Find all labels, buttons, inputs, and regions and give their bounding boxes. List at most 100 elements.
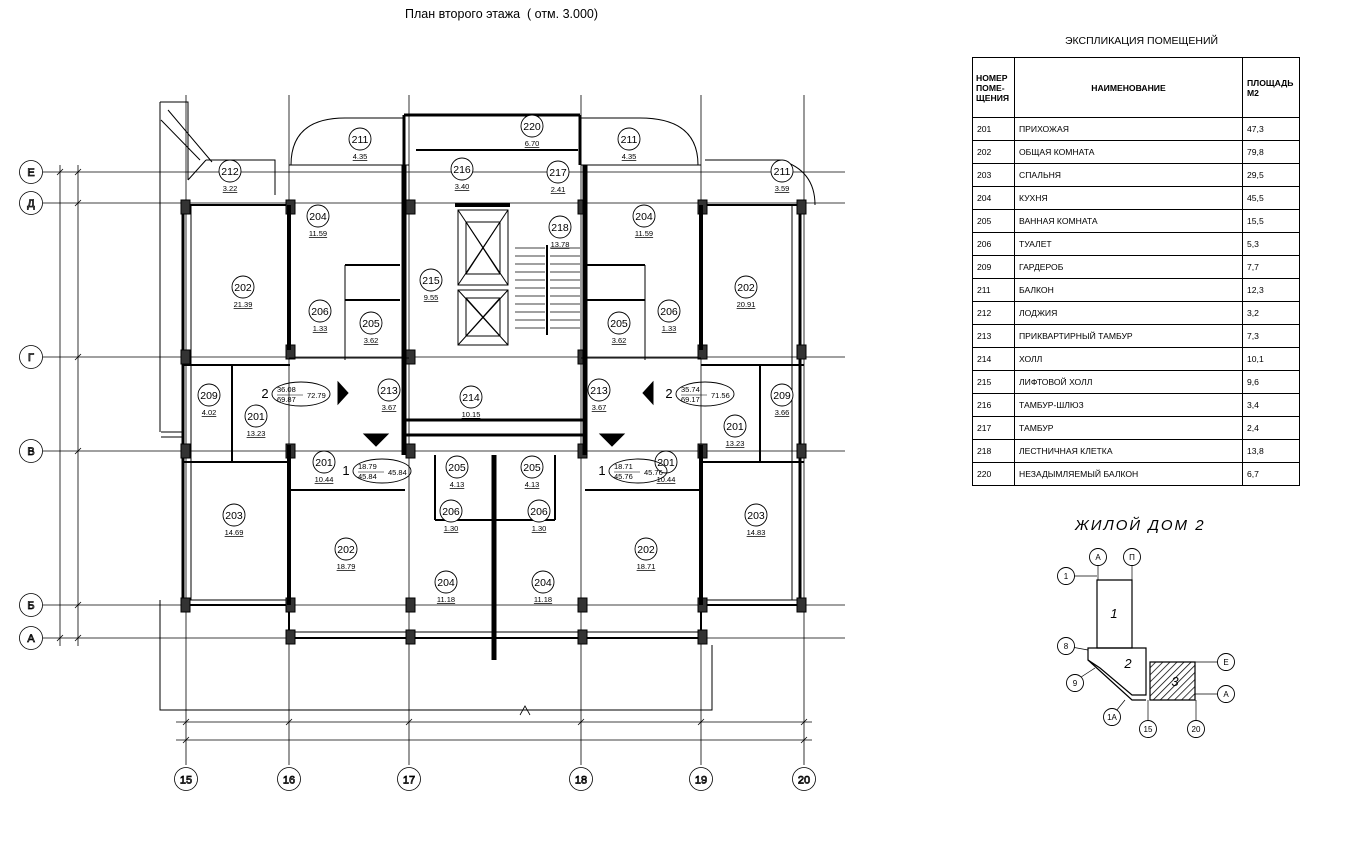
room-number: 201 (726, 421, 744, 433)
apartment-tag-ellipse (352, 458, 412, 484)
room-area: 13.23 (247, 429, 266, 438)
cell-room-number: 204 (972, 186, 1015, 210)
wall-column (796, 597, 807, 613)
cell-room-name: ПРИКВАРТИРНЫЙ ТАМБУР (1014, 324, 1243, 348)
cell-room-name: ГАРДЕРОБ (1014, 255, 1243, 279)
dimension-span-label-left: 1200 (66, 612, 75, 630)
loggia-212 (206, 159, 276, 195)
room-area: 3.40 (455, 182, 470, 191)
room-area: 11.59 (309, 229, 327, 238)
cell-room-number: 206 (972, 232, 1015, 256)
key-plan-axis-label: 8 (1064, 642, 1069, 651)
dimension-tick (800, 718, 808, 726)
cell-room-number: 203 (972, 163, 1015, 187)
key-plan-axis-label: А (1095, 553, 1101, 562)
adjacent-section-outline (159, 101, 207, 432)
cell-room-number: 214 (972, 347, 1015, 371)
dimension-span-label: 4200 (632, 712, 650, 721)
apartment-total-area: 69.17 (681, 395, 700, 404)
room-area: 1.30 (444, 524, 459, 533)
room-tag-circle (445, 455, 469, 479)
cell-room-number: 215 (972, 370, 1015, 394)
room-area: 4.02 (202, 408, 217, 417)
apartment-living-area: 18.79 (358, 462, 377, 471)
room-area: 1.33 (662, 324, 677, 333)
axis-marker-horizontal (19, 160, 43, 184)
axis-label-horizontal: Д (27, 198, 35, 210)
room-area: 4.35 (622, 152, 637, 161)
room-number: 206 (660, 306, 678, 318)
wall-column (405, 597, 416, 613)
explication-title: ЭКСПЛИКАЦИЯ ПОМЕЩЕНИЙ (1065, 35, 1219, 47)
cell-room-name: НЕЗАДЫМЛЯЕМЫЙ БАЛКОН (1014, 462, 1243, 486)
key-plan-axis-label: П (1129, 553, 1135, 562)
room-number: 209 (773, 390, 791, 402)
elevator-shaft (457, 209, 509, 286)
apartment-tag-ellipse (675, 381, 735, 407)
cell-room-number: 212 (972, 301, 1015, 325)
elevator-car (465, 221, 501, 275)
header-room-name: НАИМЕНОВАНИЕ (1014, 57, 1243, 118)
apartment-living-area: 36.08 (277, 385, 296, 394)
axis-marker-horizontal (19, 626, 43, 650)
wall-column (697, 629, 708, 645)
apartment-tag-ellipse (608, 458, 668, 484)
cell-area: 5,3 (1242, 232, 1300, 256)
axis-label-horizontal: Г (28, 352, 34, 364)
header-area: ПЛОЩАДЬ М2 (1242, 57, 1300, 118)
dimension-tick (56, 634, 64, 642)
axis-marker-vertical (277, 767, 301, 791)
cell-room-number: 217 (972, 416, 1015, 440)
room-tag-circle (587, 378, 611, 402)
room-tag-circle (634, 537, 658, 561)
room-number: 214 (462, 392, 480, 404)
cell-area: 45,5 (1242, 186, 1300, 210)
room-area: 3.62 (612, 336, 627, 345)
room-area: 10.44 (657, 475, 676, 484)
room-area: 2.41 (551, 185, 566, 194)
cell-room-number: 209 (972, 255, 1015, 279)
elevator-car (465, 297, 501, 337)
table-header-row: НОМЕР ПОМЕ-ЩЕНИЯ НАИМЕНОВАНИЕ ПЛОЩАДЬ М2 (972, 57, 1300, 118)
plan-title: План второго этажа ( отм. 3.000) (405, 7, 599, 21)
balcony-211-left (290, 117, 404, 166)
apartment-gross-area: 45.84 (388, 468, 407, 477)
cell-room-name: ЛОДЖИЯ (1014, 301, 1243, 325)
room-tag-circle (617, 127, 641, 151)
cell-area: 7,3 (1242, 324, 1300, 348)
key-plan-axis-label: 15 (1144, 725, 1153, 734)
wall-column (577, 597, 588, 613)
room-number: 206 (311, 306, 329, 318)
dimension-tick (74, 353, 82, 361)
room-tag-circle (734, 275, 758, 299)
dimension-tick (74, 199, 82, 207)
wall-column (405, 199, 416, 215)
dimension-span-label: 6000 (486, 712, 504, 721)
key-plan-axis-marker (1187, 720, 1205, 738)
apartment-gross-area: 72.79 (307, 391, 326, 400)
room-number: 205 (362, 318, 380, 330)
room-tag-circle (419, 268, 443, 292)
entrance-arrow-icon (598, 433, 626, 447)
room-area: 11.18 (437, 595, 455, 604)
room-tag-circle (359, 311, 383, 335)
room-number: 213 (380, 385, 398, 397)
cell-room-name: ЛИФТОВОЙ ХОЛЛ (1014, 370, 1243, 394)
key-plan-section-2 (1087, 647, 1147, 696)
room-tag-circle (450, 157, 474, 181)
apartment-room-count: 1 (342, 463, 349, 478)
cell-room-number: 211 (972, 278, 1015, 302)
dimension-tick (697, 718, 705, 726)
room-number: 212 (221, 166, 239, 178)
key-plan-section-number: 2 (1123, 656, 1132, 671)
room-tag-circle (744, 503, 768, 527)
